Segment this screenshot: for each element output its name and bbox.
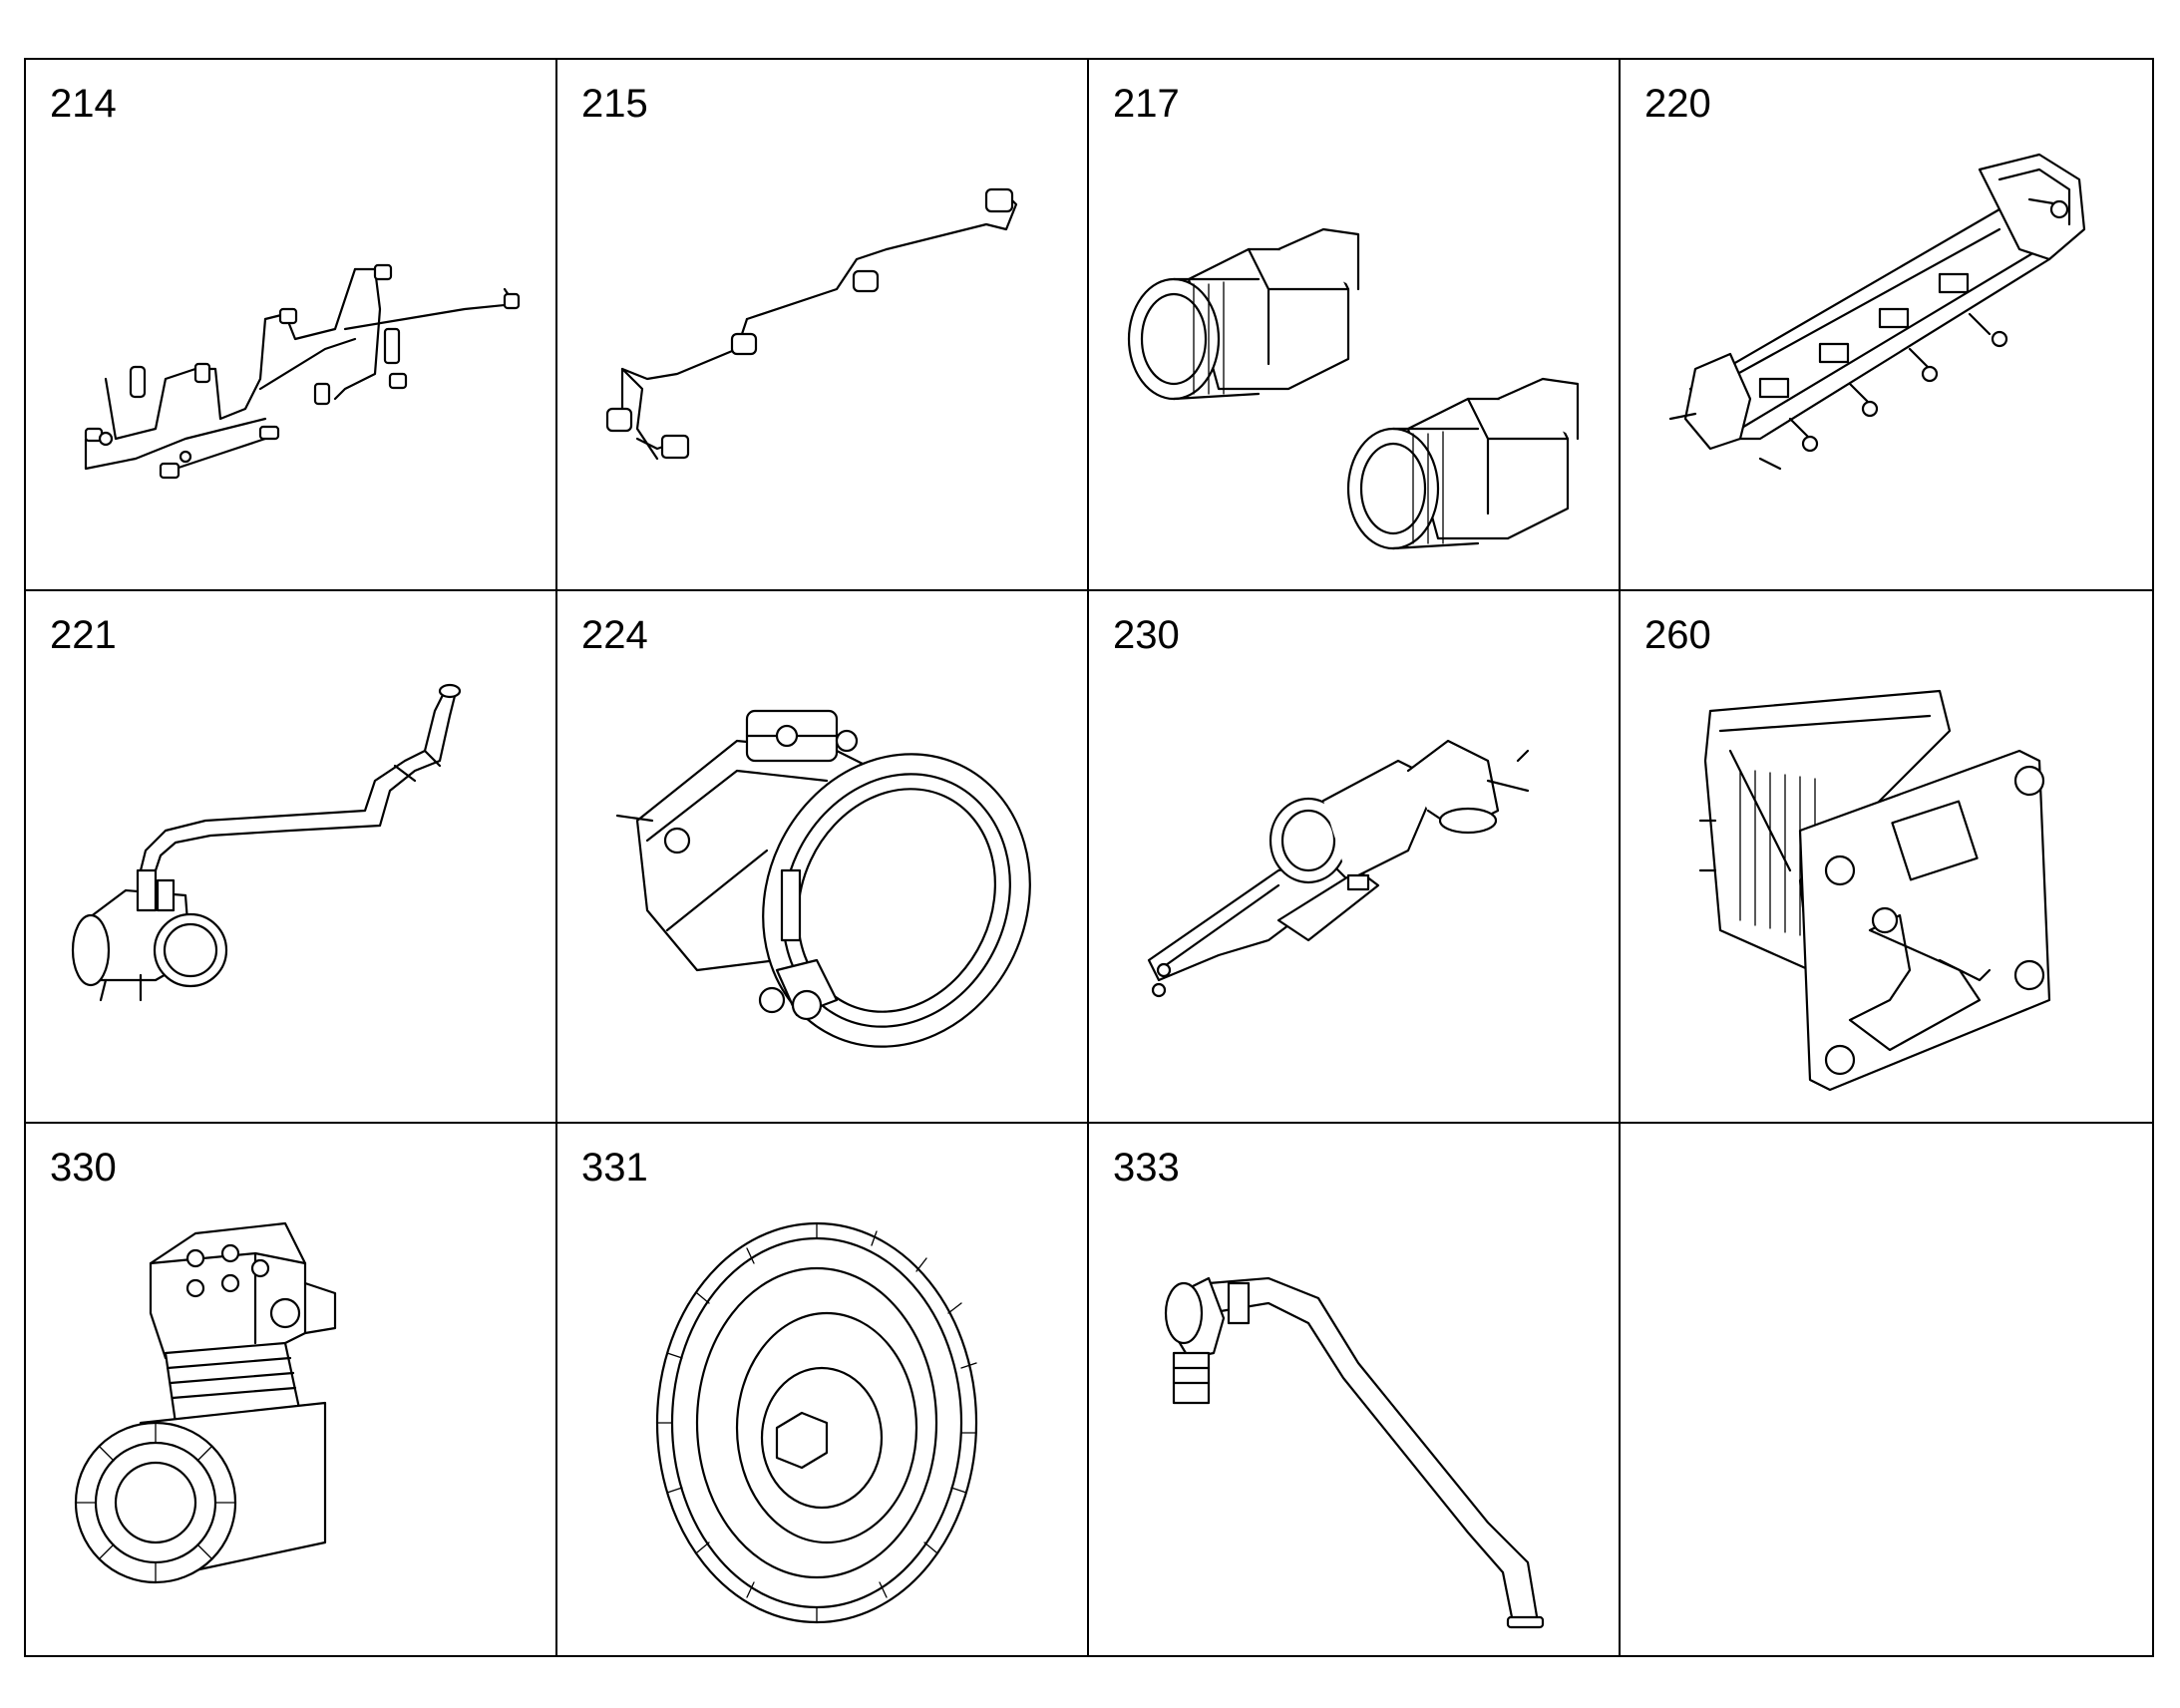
part-code: 220 — [1644, 82, 1711, 126]
air-compressor-icon — [74, 1221, 337, 1583]
part-code: 221 — [50, 613, 117, 658]
v-band-clamp-icon — [615, 710, 1031, 1049]
hose-elbow-bracket-icon — [1147, 740, 1530, 998]
threaded-fitting-icon — [1127, 227, 1580, 550]
gear-icon — [655, 1221, 978, 1623]
part-code: 217 — [1113, 82, 1180, 126]
part-cell-217[interactable]: 217 — [1089, 60, 1621, 592]
part-code: 224 — [581, 613, 648, 658]
part-code: 333 — [1113, 1145, 1180, 1190]
part-code: 330 — [50, 1145, 117, 1190]
part-cell-221[interactable]: 221 — [26, 591, 557, 1124]
parts-grid: 214 215 — [24, 58, 2154, 1657]
part-cell-260[interactable]: 260 — [1621, 591, 2152, 1124]
part-cell-224[interactable]: 224 — [557, 591, 1089, 1124]
empty-cell — [1621, 1124, 2152, 1655]
air-hose-sensor-icon — [71, 684, 462, 1002]
part-cell-220[interactable]: 220 — [1621, 60, 2152, 592]
part-code: 260 — [1644, 613, 1711, 658]
part-cell-333[interactable]: 333 — [1089, 1123, 1621, 1655]
part-code: 214 — [50, 82, 117, 126]
part-cell-331[interactable]: 331 — [557, 1123, 1089, 1655]
tube-elbow-icon — [1164, 1276, 1545, 1628]
part-cell-330[interactable]: 330 — [26, 1123, 557, 1655]
fuel-line-harness-icon — [84, 263, 521, 480]
part-code: 230 — [1113, 613, 1180, 658]
part-code: 331 — [581, 1145, 648, 1190]
part-cell-215[interactable]: 215 — [557, 60, 1089, 592]
heat-exchanger-icon — [1698, 690, 2051, 1092]
intake-manifold-icon — [1668, 153, 2086, 471]
injector-pipe-icon — [605, 187, 1018, 461]
part-cell-230[interactable]: 230 — [1089, 591, 1621, 1124]
part-code: 215 — [581, 82, 648, 126]
part-cell-214[interactable]: 214 — [26, 60, 557, 592]
